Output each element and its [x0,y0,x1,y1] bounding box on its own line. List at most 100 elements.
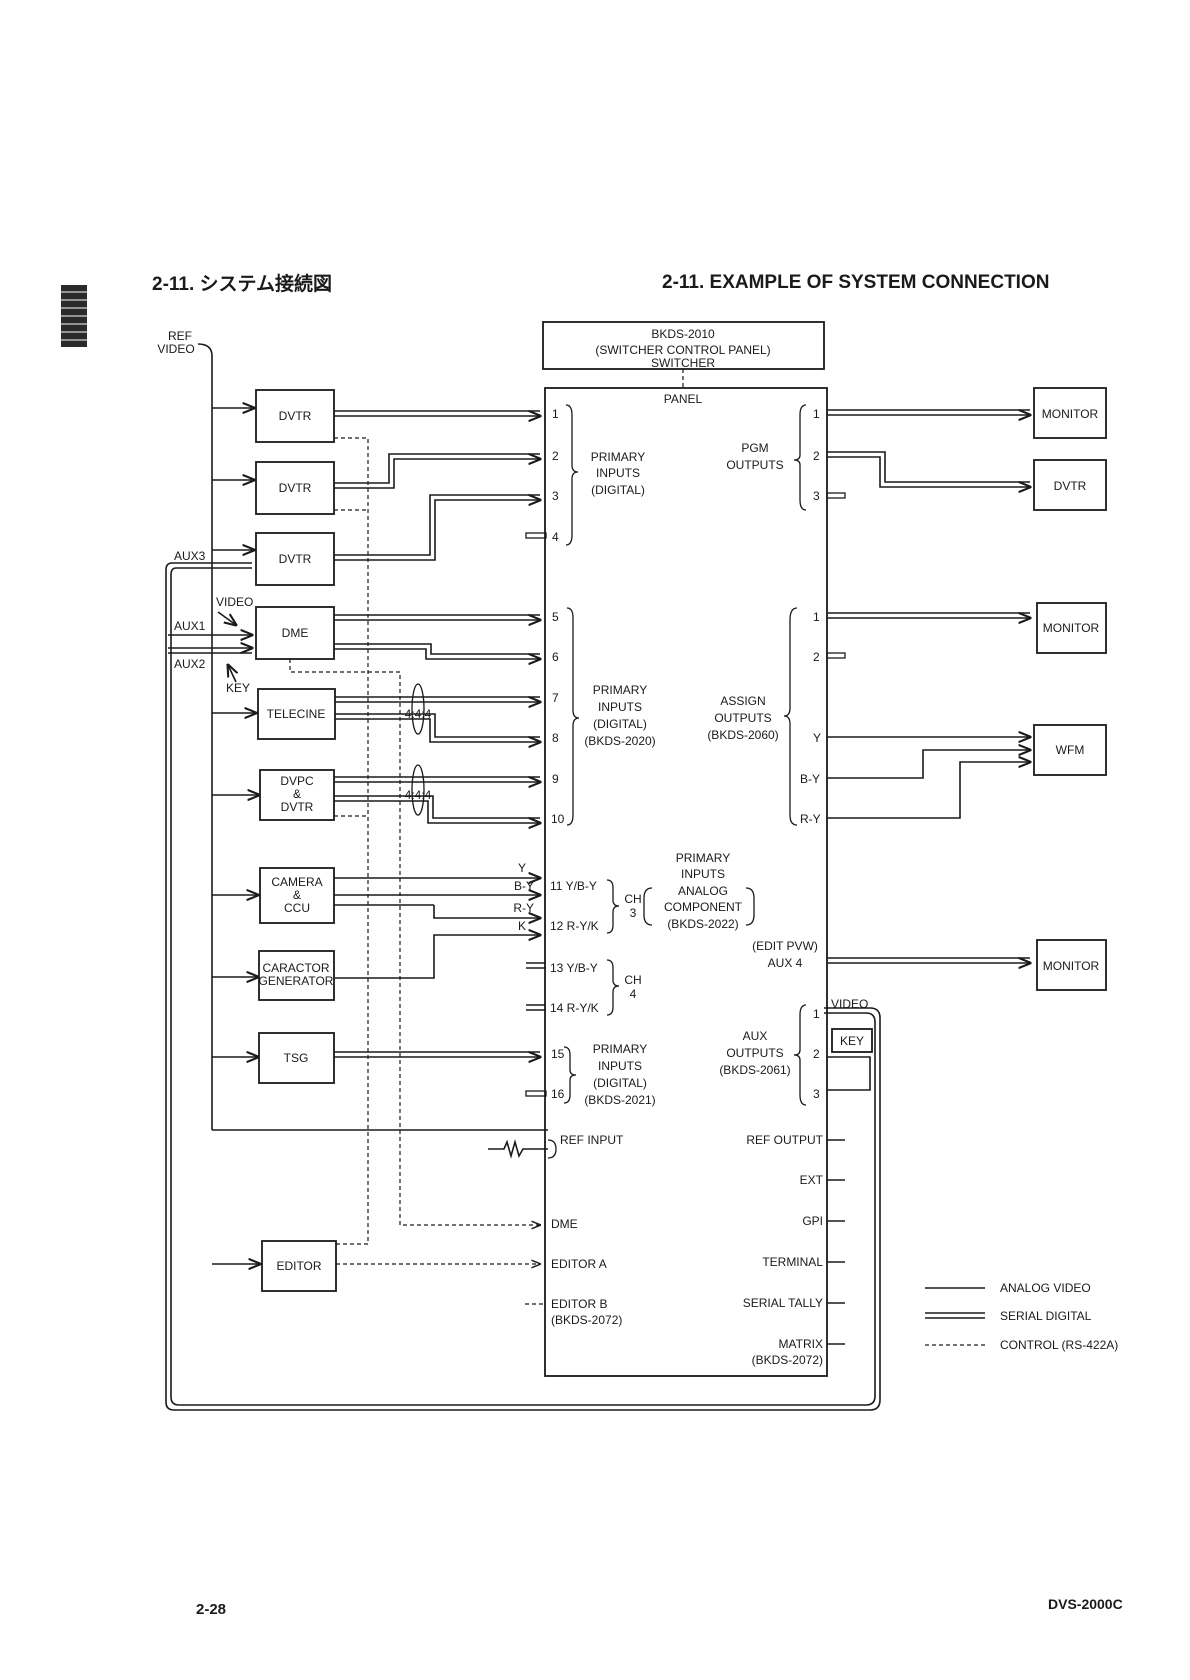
title-english: 2-11. EXAMPLE OF SYSTEM CONNECTION [662,272,1049,293]
dme-box [255,606,335,660]
aux-outputs-bracket [793,1004,807,1106]
dvtr-label-1: DVTR [279,409,312,423]
input-8: 8 [552,731,559,745]
legend-analog-video: ANALOG VIDEO [1000,1281,1091,1295]
title-japanese: 2-11. システム接続図 [152,272,332,295]
assign-out-1: 1 [813,610,820,624]
wfm-analog-links [827,737,1030,819]
input-3: 3 [552,489,559,503]
camera-label-2: & [293,888,301,902]
assign-out-by: B-Y [800,772,820,786]
aux3-label: AUX3 [174,549,206,563]
tsg-box [258,1032,335,1084]
input-group-2-label: PRIMARY INPUTS (DIGITAL) (BKDS-2020) [584,683,655,748]
aux2-label: AUX2 [174,657,206,671]
legend-serial-digital: SERIAL DIGITAL [1000,1309,1092,1323]
input-2: 2 [552,449,559,463]
editor-a-label: EDITOR A [551,1257,607,1271]
tsg-label: TSG [284,1051,309,1065]
character-generator-label-2: GENERATOR [259,974,334,988]
svg-text:ASSIGN: ASSIGN [720,694,765,708]
svg-text:COMPONENT: COMPONENT [664,900,743,914]
svg-text:INPUTS: INPUTS [598,700,642,714]
input-16: 16 [551,1087,565,1101]
dvtr-box-2 [255,461,335,515]
camera-label-1: CAMERA [271,875,322,889]
editor-b-model: (BKDS-2072) [551,1313,622,1327]
assign-out-2: 2 [813,650,820,664]
monitor-label-2: MONITOR [1043,621,1100,635]
ch3-label-1: CH [624,892,641,906]
svg-text:(BKDS-2020): (BKDS-2020) [584,734,655,748]
svg-text:INPUTS: INPUTS [598,1059,642,1073]
serial-tally-label: SERIAL TALLY [743,1296,823,1310]
monitor-box-1 [1033,387,1107,439]
component-y-label: Y [518,861,526,875]
character-generator-label-1: CARACTOR [262,961,329,975]
monitor-label-1: MONITOR [1042,407,1099,421]
aux-out-2: 2 [813,1047,820,1061]
ref-input-resistor [488,1139,557,1159]
ref-video-bus [197,343,213,1130]
dme-label: DME [282,626,309,640]
svg-text:OUTPUTS: OUTPUTS [726,1046,783,1060]
svg-text:(BKDS-2022): (BKDS-2022) [667,917,738,931]
input-group-3-label: PRIMARY INPUTS ANALOG COMPONENT (BKDS-20… [664,851,743,931]
dvpc-label-3: DVTR [281,800,314,814]
monitor-box-2 [1036,602,1107,654]
matrix-model: (BKDS-2072) [752,1353,823,1367]
binding-mark [61,285,87,347]
control-links [289,437,545,1305]
gpi-label: GPI [802,1214,823,1228]
svg-text:(BKDS-2021): (BKDS-2021) [584,1093,655,1107]
editor-box [261,1240,337,1292]
component-k-label: K [518,919,526,933]
control-panel-model: BKDS-2010 [651,327,715,341]
input-numbers: 1 2 3 4 5 6 7 8 9 10 11 Y/B-Y 12 R-Y/K 1… [550,407,599,1101]
aux-outputs-label: AUX OUTPUTS (BKDS-2061) [719,1029,790,1077]
ext-label: EXT [800,1173,824,1187]
aux-key-box [831,1028,873,1053]
ch3-label-2: 3 [630,906,637,920]
legend: ANALOG VIDEO SERIAL DIGITAL CONTROL (RS-… [925,1281,1118,1352]
ch4-label-1: CH [624,973,641,987]
pgm-out-2: 2 [813,449,820,463]
dvtr-label-2: DVTR [279,481,312,495]
aux-out-1: 1 [813,1007,820,1021]
ref-video-branches [212,408,548,1264]
input-11: 11 Y/B-Y [550,879,597,893]
dvtr-destination-box [1033,459,1107,511]
aux-key-return [827,1056,871,1091]
input-4: 4 [552,530,559,544]
svg-text:INPUTS: INPUTS [681,867,725,881]
control-outputs: REF OUTPUT EXT GPI TERMINAL SERIAL TALLY… [743,1133,845,1367]
svg-text:(BKDS-2061): (BKDS-2061) [719,1063,790,1077]
assign-label: ASSIGN OUTPUTS (BKDS-2060) [707,694,778,742]
pgm-bracket [793,404,807,511]
model-number: DVS-2000C [1048,1596,1123,1612]
monitor-label-3: MONITOR [1043,959,1100,973]
camera-ccu-box [259,867,335,924]
component-by-label: B-Y [514,879,534,893]
input-10: 10 [551,812,565,826]
dvtr-box-1 [255,389,335,443]
control-panel-box [542,321,825,370]
pgm-label-2: OUTPUTS [726,458,783,472]
camera-label-3: CCU [284,901,310,915]
dvpc-box [259,769,335,821]
dvtr-destination-label: DVTR [1054,479,1087,493]
input-group-1-label: PRIMARY INPUTS (DIGITAL) [591,450,645,497]
component-ry-label: R-Y [513,901,534,915]
svg-text:AUX: AUX [743,1029,768,1043]
wfm-label: WFM [1056,743,1085,757]
format-label-2: 4:4:4 [405,788,432,802]
svg-text:(BKDS-2060): (BKDS-2060) [707,728,778,742]
ref-video-label-1: REF [168,329,192,343]
input-1: 1 [552,407,559,421]
svg-text:(DIGITAL): (DIGITAL) [593,717,647,731]
svg-text:PRIMARY: PRIMARY [676,851,730,865]
input-12: 12 R-Y/K [550,919,599,933]
svg-text:PRIMARY: PRIMARY [593,683,647,697]
assign-out-y: Y [813,731,821,745]
